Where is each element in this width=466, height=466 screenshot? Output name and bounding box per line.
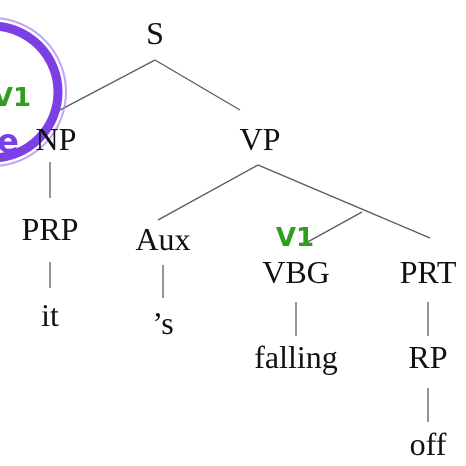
sticker-ring-outer [0,17,67,167]
node-prt: PRT [400,254,457,290]
edge-s-vp [154,59,241,111]
node-s-clitic: ’s [152,305,173,341]
v1-marker: V1 [276,223,314,253]
node-s: S [146,15,164,51]
annotations: V1 e V1 [0,83,314,253]
sticker-badge [0,17,67,167]
edge-branch-vbg [303,211,363,245]
edge-s-np [59,59,156,111]
node-aux: Aux [135,221,190,257]
node-vbg: VBG [262,254,330,290]
node-prp: PRP [22,211,79,247]
node-vp: VP [240,121,281,157]
node-off: off [410,426,447,462]
node-np: NP [36,121,77,157]
tree-edges [49,59,431,422]
edge-vp-prt [257,164,431,239]
sticker-ring [0,21,63,163]
node-falling: falling [254,339,338,375]
sticker-tail-letter: e [0,122,19,160]
node-it: it [41,297,59,333]
tree-nodes: S NP VP PRP it Aux ’s VBG falling PRT RP… [22,15,457,462]
node-rp: RP [408,339,447,375]
edge-vp-aux [157,164,259,221]
sticker-v1-label: V1 [0,83,31,113]
